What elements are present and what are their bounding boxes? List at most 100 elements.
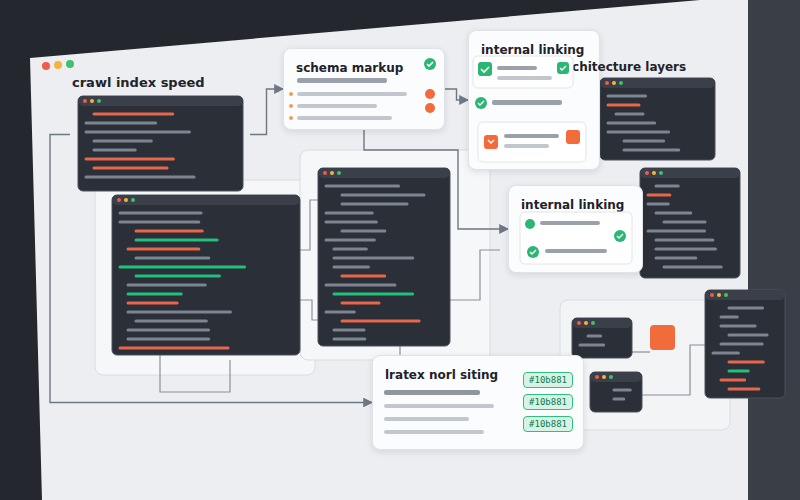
- decor-shape: [297, 104, 377, 108]
- decor-shape: [600, 78, 715, 88]
- decor-shape: [652, 171, 656, 175]
- process-card: lratex norl siting#10b881#10b881#10b881: [372, 355, 584, 450]
- process-card: internal linking: [508, 185, 643, 273]
- decor-shape: [424, 58, 436, 70]
- process-card: schema markup: [283, 48, 445, 130]
- decor-shape: [595, 375, 599, 379]
- decor-shape: [342, 203, 407, 206]
- decor-shape: [289, 92, 293, 96]
- decor-shape: [664, 221, 705, 224]
- decor-shape: [334, 293, 413, 296]
- decor-shape: [705, 290, 785, 398]
- monitor-edge: [748, 0, 800, 500]
- decor-shape: [136, 275, 219, 278]
- decor-shape: [648, 203, 668, 206]
- decor-shape: [656, 257, 696, 260]
- flow-connector: [445, 89, 468, 100]
- decor-shape: [525, 219, 535, 229]
- decor-shape: [591, 321, 595, 325]
- decor-shape: [560, 66, 566, 70]
- decor-shape: [83, 99, 87, 103]
- decor-shape: [656, 248, 715, 251]
- decor-shape: [659, 171, 663, 175]
- decor-shape: [90, 99, 94, 103]
- decor-shape: [729, 370, 748, 373]
- decor-shape: [721, 379, 745, 382]
- flow-line: [300, 200, 318, 250]
- code-window: [590, 372, 642, 412]
- flow-connector: [50, 135, 372, 403]
- decor-shape: [624, 140, 664, 143]
- decor-shape: [608, 104, 639, 107]
- decor-shape: [557, 62, 569, 74]
- decor-shape: [427, 62, 433, 66]
- color-chip: #10b881: [523, 416, 573, 432]
- decor-shape: [318, 168, 450, 346]
- color-chip: #10b881: [523, 394, 573, 410]
- decor-shape: [94, 167, 167, 170]
- decor-shape: [136, 230, 202, 233]
- decor-shape: [425, 103, 435, 113]
- decor-shape: [86, 176, 194, 179]
- decor-shape: [475, 97, 487, 109]
- node-title: lratex norl siting: [385, 368, 498, 382]
- node-title: internal linking: [481, 43, 584, 57]
- decor-shape: [484, 135, 498, 149]
- decor-shape: [640, 168, 740, 178]
- decor-shape: [488, 140, 494, 143]
- decor-shape: [473, 56, 573, 88]
- window-dot: [54, 61, 62, 69]
- chip-column: #10b881#10b881#10b881: [523, 372, 573, 432]
- decor-shape: [128, 302, 177, 305]
- code-window: [600, 78, 715, 160]
- window-dot: [42, 62, 50, 70]
- code-window: [112, 195, 300, 355]
- decor-shape: [640, 168, 740, 278]
- decor-shape: [342, 320, 419, 323]
- status-square: [650, 325, 675, 350]
- decor-shape: [648, 194, 670, 197]
- decor-shape: [608, 95, 646, 98]
- flow-connector: [250, 89, 283, 135]
- decor-shape: [729, 307, 763, 310]
- decor-shape: [721, 325, 755, 328]
- decor-shape: [136, 257, 209, 260]
- code-window: [572, 318, 632, 358]
- decor-shape: [94, 149, 135, 152]
- siting-details: [384, 390, 494, 434]
- decor-shape: [721, 343, 762, 346]
- decor-shape: [478, 62, 492, 76]
- decor-shape: [572, 318, 632, 358]
- decor-shape: [609, 375, 613, 379]
- decor-shape: [614, 389, 630, 392]
- glass-panel: [95, 180, 315, 375]
- decor-shape: [97, 99, 101, 103]
- decor-shape: [289, 116, 293, 120]
- decor-shape: [334, 266, 368, 269]
- decor-shape: [112, 195, 300, 355]
- decor-shape: [724, 293, 728, 297]
- node-title: internal linking: [521, 198, 624, 212]
- decor-shape: [136, 320, 206, 323]
- decor-shape: [584, 321, 588, 325]
- decor-shape: [478, 122, 586, 162]
- decor-shape: [566, 130, 580, 144]
- decor-shape: [342, 275, 385, 278]
- decor-shape: [334, 338, 365, 341]
- panel-group: crawl index speed: [70, 72, 250, 197]
- panel-group: architecture layers: [556, 56, 726, 90]
- decor-shape: [616, 113, 643, 116]
- decor-shape: [120, 266, 245, 269]
- decor-shape: [78, 96, 243, 106]
- decor-shape: [128, 338, 209, 341]
- decor-shape: [120, 347, 228, 350]
- decor-shape: [112, 195, 300, 205]
- decor-shape: [608, 131, 669, 134]
- decor-shape: [721, 316, 737, 319]
- decor-shape: [330, 171, 334, 175]
- decor-shape: [504, 144, 549, 148]
- decor-shape: [497, 76, 552, 80]
- decor-shape: [729, 388, 759, 391]
- decor-shape: [318, 168, 450, 178]
